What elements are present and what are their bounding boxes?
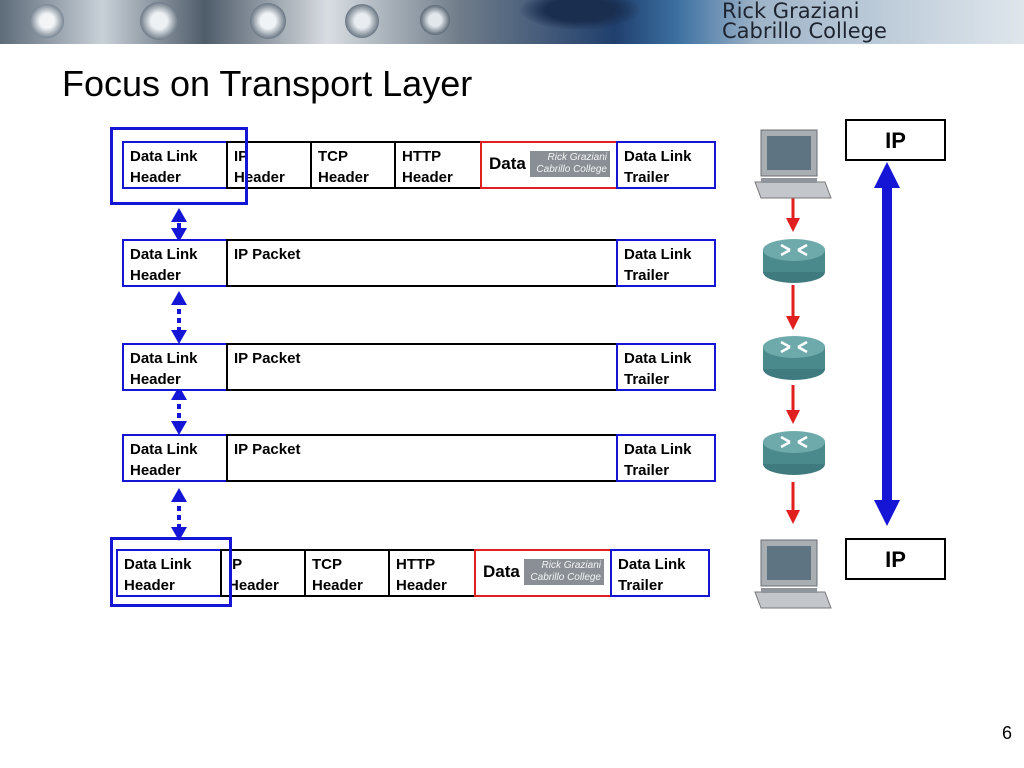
tcp-header: TCP Header — [310, 141, 396, 189]
data-label: Data — [489, 154, 526, 173]
pc-icon — [754, 129, 832, 199]
dotted-arrow-2 — [171, 291, 187, 344]
ip-packet: IP Packet — [226, 343, 618, 391]
data-link-trailer: Data Link Trailer — [616, 239, 716, 287]
cell-line: Data Link — [624, 148, 692, 165]
router-icon — [763, 239, 825, 283]
dotted-arrow-4 — [171, 488, 187, 541]
data-link-trailer: Data Link Trailer — [610, 549, 710, 597]
cell-line: Header — [396, 577, 447, 594]
ip-header: IP Header — [226, 141, 312, 189]
cell-line: Header — [402, 169, 453, 186]
cell-line: IP — [228, 556, 243, 573]
cell-line: Data Link — [624, 441, 692, 458]
cell-line: Trailer — [618, 577, 664, 594]
cell-line: HTTP — [402, 148, 442, 165]
ip-double-arrow — [874, 162, 900, 526]
cell-line: Data Link — [624, 350, 692, 367]
ip-label-top: IP — [845, 119, 946, 161]
college-name: Cabrillo College — [722, 19, 887, 43]
cell-line: Header — [130, 267, 181, 284]
cell-line: Data Link — [130, 246, 198, 263]
cell-line: IP Packet — [234, 246, 301, 263]
page-number: 6 — [1002, 723, 1013, 743]
header-banner: Rick Graziani Cabrillo College — [0, 0, 1024, 44]
cell-line: Data Link — [130, 441, 198, 458]
cell-line: Data Link — [618, 556, 686, 573]
cell-line: IP Packet — [234, 441, 301, 458]
red-arrow-1 — [786, 194, 800, 232]
cell-line: Header — [130, 462, 181, 479]
watermark-line: Rick Graziani — [541, 560, 601, 571]
cell-line: Trailer — [624, 267, 670, 284]
http-header: HTTP Header — [388, 549, 476, 597]
cell-line: HTTP — [396, 556, 436, 573]
watermark-line: Cabrillo College — [530, 572, 601, 583]
focus-box-bottom — [110, 537, 232, 607]
data-link-header: Data Link Header — [116, 549, 222, 597]
cell-line: TCP — [318, 148, 348, 165]
watermark: Rick Graziani Cabrillo College — [524, 559, 604, 585]
cell-line: Trailer — [624, 462, 670, 479]
dotted-arrow-3 — [171, 386, 187, 435]
watermark-line: Rick Graziani — [547, 152, 607, 163]
cell-line: Header — [130, 169, 181, 186]
pc-icon — [754, 539, 832, 609]
cell-line: IP — [234, 148, 249, 165]
data-link-trailer: Data Link Trailer — [616, 141, 716, 189]
data-link-header: Data Link Header — [122, 434, 228, 482]
cell-line: Header — [130, 371, 181, 388]
data-label: Data — [483, 562, 520, 581]
router-icon — [763, 431, 825, 475]
ip-packet: IP Packet — [226, 239, 618, 287]
cell-line: Header — [228, 577, 279, 594]
cell-line: Trailer — [624, 169, 670, 186]
cell-line: Data Link — [124, 556, 192, 573]
focus-box-top — [110, 127, 248, 205]
data-link-trailer: Data Link Trailer — [616, 434, 716, 482]
cell-line: Data Link — [130, 148, 198, 165]
watermark-line: Cabrillo College — [536, 164, 607, 175]
http-header: HTTP Header — [394, 141, 482, 189]
slide-title: Focus on Transport Layer — [62, 63, 473, 104]
data-link-trailer: Data Link Trailer — [616, 343, 716, 391]
cell-line: Header — [124, 577, 175, 594]
red-arrow-3 — [786, 385, 800, 424]
router-icon — [763, 336, 825, 380]
cell-line: TCP — [312, 556, 342, 573]
cell-line: Data Link — [624, 246, 692, 263]
cell-line: IP Packet — [234, 350, 301, 367]
ip-packet: IP Packet — [226, 434, 618, 482]
cell-line: Data Link — [130, 350, 198, 367]
author-name: Rick Graziani — [722, 0, 860, 23]
data-payload: Data Rick Graziani Cabrillo College — [480, 141, 618, 189]
data-link-header: Data Link Header — [122, 239, 228, 287]
red-arrow-2 — [786, 285, 800, 330]
cell-line: Header — [312, 577, 363, 594]
ip-label-bottom: IP — [845, 538, 946, 580]
watermark: Rick Graziani Cabrillo College — [530, 151, 610, 177]
cell-line: Header — [318, 169, 369, 186]
tcp-header: TCP Header — [304, 549, 390, 597]
data-link-header: Data Link Header — [122, 343, 228, 391]
data-link-header: Data Link Header — [122, 141, 228, 189]
cell-line: Trailer — [624, 371, 670, 388]
dotted-arrow-1 — [171, 208, 187, 242]
red-arrow-4 — [786, 482, 800, 524]
ip-header: IP Header — [220, 549, 306, 597]
data-payload: Data Rick Graziani Cabrillo College — [474, 549, 612, 597]
